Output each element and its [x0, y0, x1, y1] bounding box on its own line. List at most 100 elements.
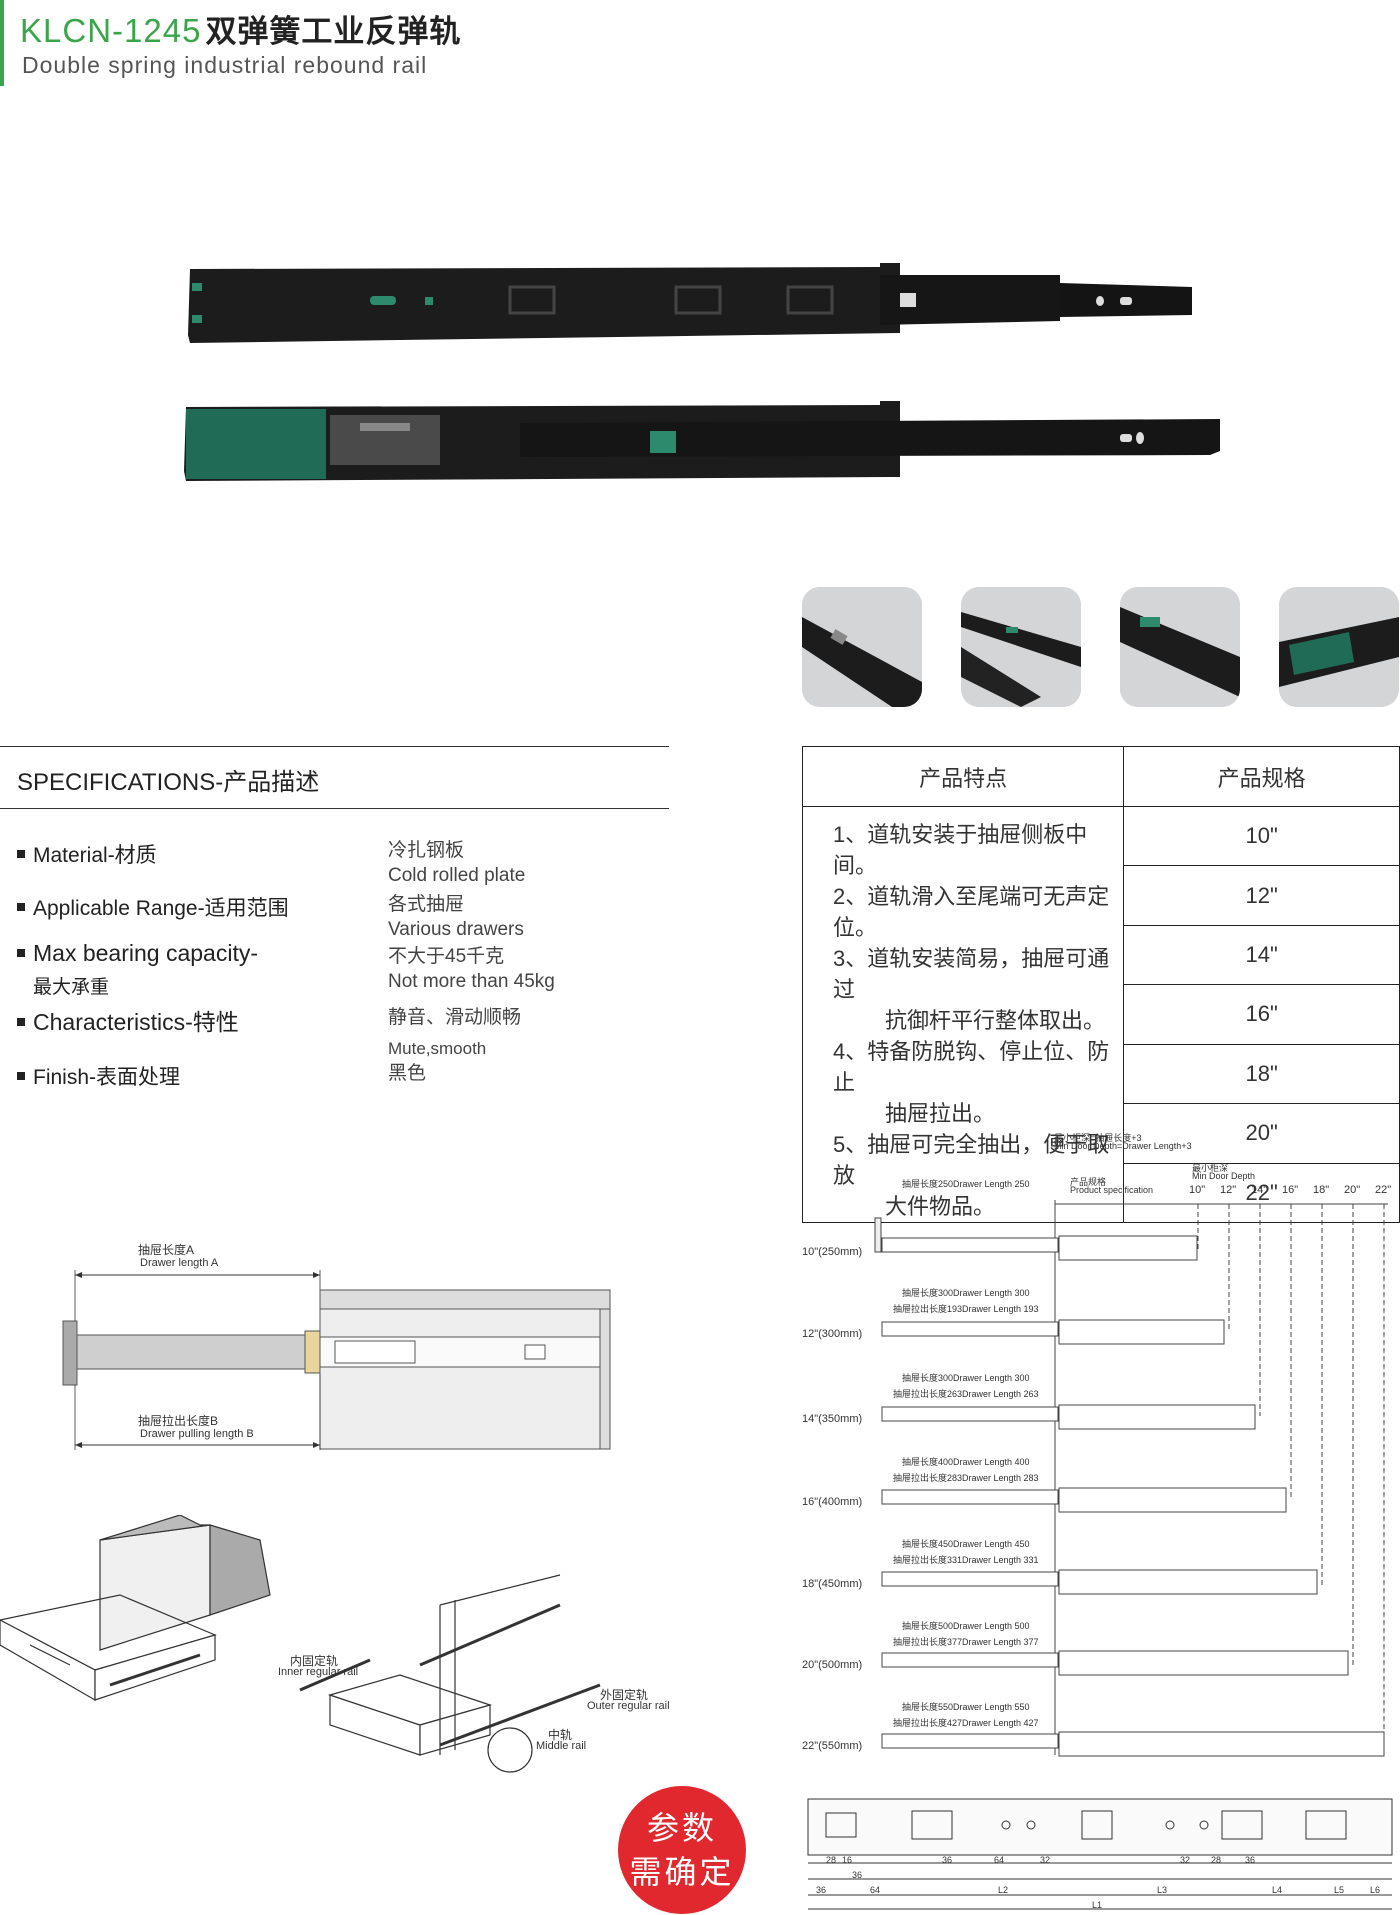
spec-label-cn: 产品规格: [1070, 1177, 1107, 1187]
size-row-length: 抽屉长度550Drawer Length 550: [902, 1702, 1030, 1712]
thumbnail-2: [961, 587, 1081, 707]
feature-line: 大件物品。: [885, 1194, 996, 1219]
hole-dim: 64: [870, 1885, 881, 1895]
size-row-rail: [874, 1217, 1198, 1261]
feature-line: 3、道轨安装简易，抽屉可通过: [833, 946, 1110, 1002]
hole-dim: 64: [994, 1855, 1005, 1865]
pull-length-label-en: Drawer pulling length B: [140, 1428, 254, 1440]
thumbnail-3: [1120, 587, 1240, 707]
spec-label-capacity: Max bearing capacity-: [17, 940, 258, 967]
outer-rail-label-cn: 外固定轨: [600, 1688, 649, 1702]
spec-label-en: Product specification: [1070, 1185, 1154, 1195]
spec-label-characteristics: Characteristics-特性: [17, 1003, 239, 1037]
size-row-label: 16"(400mm): [802, 1496, 863, 1508]
size-col-label: 22": [1375, 1184, 1392, 1196]
size-row-label: 18"(450mm): [802, 1578, 863, 1590]
size-col-label: 18": [1313, 1184, 1330, 1196]
size-col-label: 14": [1251, 1184, 1268, 1196]
size-header: 产品规格: [1123, 746, 1400, 807]
min-depth-label-en: Min Door Depth: [1192, 1171, 1256, 1181]
size-row-rail: [881, 1569, 1318, 1595]
size-row-length: 抽屉长度500Drawer Length 500: [902, 1621, 1030, 1631]
outer-rail-label-en: Outer regular rail: [587, 1700, 670, 1712]
hole-dim: 32: [1180, 1855, 1191, 1865]
size-row-pull: 抽屉拉出长度283Drawer Length 283: [893, 1473, 1039, 1483]
size-row-label: 10"(250mm): [802, 1246, 863, 1258]
size-row-rail: [881, 1319, 1225, 1345]
thumbnail-4: [1279, 587, 1399, 707]
hole-dim: 36: [1245, 1855, 1256, 1865]
size-row-pull: 抽屉拉出长度377Drawer Length 377: [893, 1637, 1039, 1647]
feature-line: 5、抽屉可完全抽出，便于取放: [833, 1132, 1110, 1188]
size-cell: 14": [1123, 924, 1400, 986]
hole-dim: 28: [826, 1855, 837, 1865]
size-row-rail: [881, 1650, 1349, 1676]
hole-dim: 36: [942, 1855, 953, 1865]
min-depth-label-cn: 最小柜深: [1192, 1163, 1229, 1173]
size-row-rail: [881, 1731, 1385, 1757]
hole-dim: 36: [816, 1885, 827, 1895]
spec-label-material: Material-材质: [17, 839, 157, 869]
rail-photo: [184, 263, 1220, 481]
size-cell: 20": [1123, 1103, 1400, 1164]
hole-dim: L5: [1334, 1885, 1345, 1895]
size-cell: 12": [1123, 865, 1400, 926]
hole-dim: L2: [998, 1885, 1009, 1895]
hole-dim: 36: [852, 1870, 863, 1880]
inner-rail-label-en: Inner regular rail: [278, 1666, 359, 1678]
size-row-pull: 抽屉拉出长度331Drawer Length 331: [893, 1555, 1039, 1565]
hole-dim: 32: [1040, 1855, 1051, 1865]
thumbnail-1: [802, 587, 922, 707]
spec-label-finish: Finish-表面处理: [17, 1061, 180, 1091]
size-row-length: 抽屉长度300Drawer Length 300: [902, 1288, 1030, 1298]
feature-line: 1、道轨安装于抽屉侧板中间。: [833, 822, 1088, 878]
size-row-label: 22"(550mm): [802, 1740, 863, 1752]
size-row-pull: 抽屉拉出长度263Drawer Length 263: [893, 1389, 1039, 1399]
hole-dim-total: L1: [1092, 1900, 1103, 1910]
size-row-length: 抽屉长度400Drawer Length 400: [902, 1457, 1030, 1467]
subtitle-en: Double spring industrial rebound rail: [22, 52, 428, 78]
size-col-label: 16": [1282, 1184, 1299, 1196]
size-row-rail: [881, 1487, 1287, 1513]
hole-dim: 28: [1211, 1855, 1222, 1865]
model-number: KLCN-1245: [20, 12, 202, 49]
feature-line: 4、特备防脱钩、停止位、防止: [833, 1039, 1110, 1095]
size-col-label: 20": [1344, 1184, 1361, 1196]
pull-length-label-cn: 抽屉拉出长度B: [138, 1414, 219, 1428]
spec-label-range: Applicable Range-适用范围: [17, 892, 289, 922]
rail-closed-image: [188, 263, 1192, 343]
hole-dim: L3: [1157, 1885, 1168, 1895]
size-col-label: 10": [1189, 1184, 1206, 1196]
size-row-label: 20"(500mm): [802, 1659, 863, 1671]
min-depth-note-cn: 最小柜深=抽屉长度+3: [1054, 1133, 1142, 1143]
rail-open-image: [184, 401, 1220, 481]
specs-heading: SPECIFICATIONS-产品描述: [17, 769, 320, 796]
size-row-label: 12"(300mm): [802, 1328, 863, 1340]
size-row-pull: 抽屉拉出长度427Drawer Length 427: [893, 1718, 1039, 1728]
inner-rail-label-cn: 内固定轨: [290, 1654, 339, 1668]
spec-label-capacity-cn: 最大承重: [33, 977, 110, 998]
middle-rail-label-en: Middle rail: [536, 1740, 587, 1752]
size-cell: 18": [1123, 1043, 1400, 1105]
size-row-label: 14"(350mm): [802, 1413, 863, 1425]
hole-dim: L6: [1370, 1885, 1381, 1895]
drawer-length-label-en: Drawer length A: [140, 1257, 219, 1269]
size-row-length: 抽屉长度450Drawer Length 450: [902, 1539, 1030, 1549]
installation-drawing: [0, 1515, 601, 1773]
hole-dim: L4: [1272, 1885, 1283, 1895]
feature-header: 产品特点: [801, 746, 1125, 807]
title-accent-bar: [0, 0, 4, 86]
size-row-rail: [881, 1404, 1256, 1430]
min-depth-note-en: Min Door Depth=Drawer Length+3: [1054, 1141, 1192, 1151]
spec-value-finish: 黑色: [388, 1063, 427, 1084]
spec-top-rule: [0, 746, 669, 747]
hole-dim: 16: [842, 1855, 853, 1865]
feature-line: 抽屉拉出。: [885, 1101, 996, 1126]
size-row-length: 抽屉长度300Drawer Length 300: [902, 1373, 1030, 1383]
feature-line: 抗御杆平行整体取出。: [885, 1008, 1106, 1033]
